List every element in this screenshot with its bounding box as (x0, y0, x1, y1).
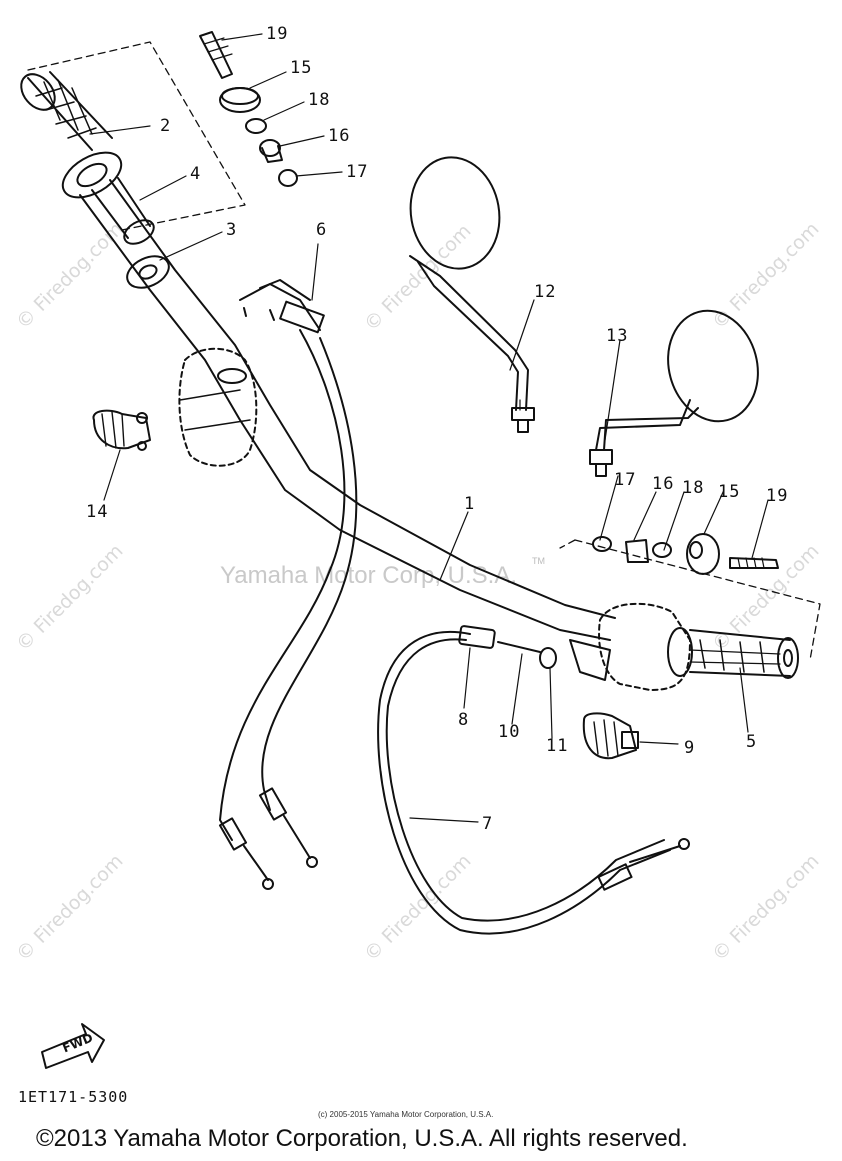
handlebar (79, 179, 616, 641)
bar-end-parts-right (592, 533, 779, 575)
callout-5: 5 (746, 732, 758, 752)
callout-18: 18 (308, 90, 331, 110)
switch-left (92, 409, 151, 451)
left-grip (20, 71, 123, 199)
trademark-mark: TM (532, 556, 545, 566)
callout-3: 3 (226, 220, 238, 240)
callout-14: 14 (86, 502, 109, 522)
callout-13: 13 (606, 326, 629, 346)
lever-holder (569, 602, 691, 691)
callout-16: 16 (328, 126, 351, 146)
callout-1: 1 (464, 494, 476, 514)
group-bracket-right (574, 539, 821, 661)
callout-6: 6 (316, 220, 328, 240)
cable-holder (126, 255, 170, 289)
callout-9: 9 (684, 738, 696, 758)
callout-11: 11 (546, 736, 569, 756)
throttle-sleeve (91, 177, 155, 245)
callout-16-right: 16 (652, 474, 675, 494)
callout-2: 2 (160, 116, 172, 136)
bar-end-parts-left (199, 31, 298, 187)
callout-12: 12 (534, 282, 557, 302)
mirror-right (589, 309, 759, 477)
switch-right (582, 712, 639, 760)
throttle-cables (218, 279, 358, 890)
fwd-arrow (41, 1023, 105, 1069)
group-bracket-left (27, 41, 246, 231)
right-grip (667, 627, 799, 679)
drawing-code: 1ET171-5300 (18, 1088, 129, 1106)
clutch-cable (377, 630, 690, 935)
footer-copyright: ©2013 Yamaha Motor Corporation, U.S.A. A… (36, 1125, 688, 1152)
callout-7: 7 (482, 814, 494, 834)
callout-10: 10 (498, 722, 521, 742)
cable-adjusters (458, 625, 557, 669)
callout-17: 17 (346, 162, 369, 182)
mirror-left (409, 156, 535, 433)
callout-18-right: 18 (682, 478, 705, 498)
callout-4: 4 (190, 164, 202, 184)
callout-19-right: 19 (766, 486, 789, 506)
leader-lines (89, 33, 769, 823)
callout-15-right: 15 (718, 482, 741, 502)
callout-19: 19 (266, 24, 289, 44)
center-watermark: Yamaha Motor Corp, U.S.A. (220, 562, 517, 589)
callout-15: 15 (290, 58, 313, 78)
small-copyright: (c) 2005-2015 Yamaha Motor Corporation, … (318, 1110, 494, 1119)
callout-8: 8 (458, 710, 470, 730)
callout-17-right: 17 (614, 470, 637, 490)
